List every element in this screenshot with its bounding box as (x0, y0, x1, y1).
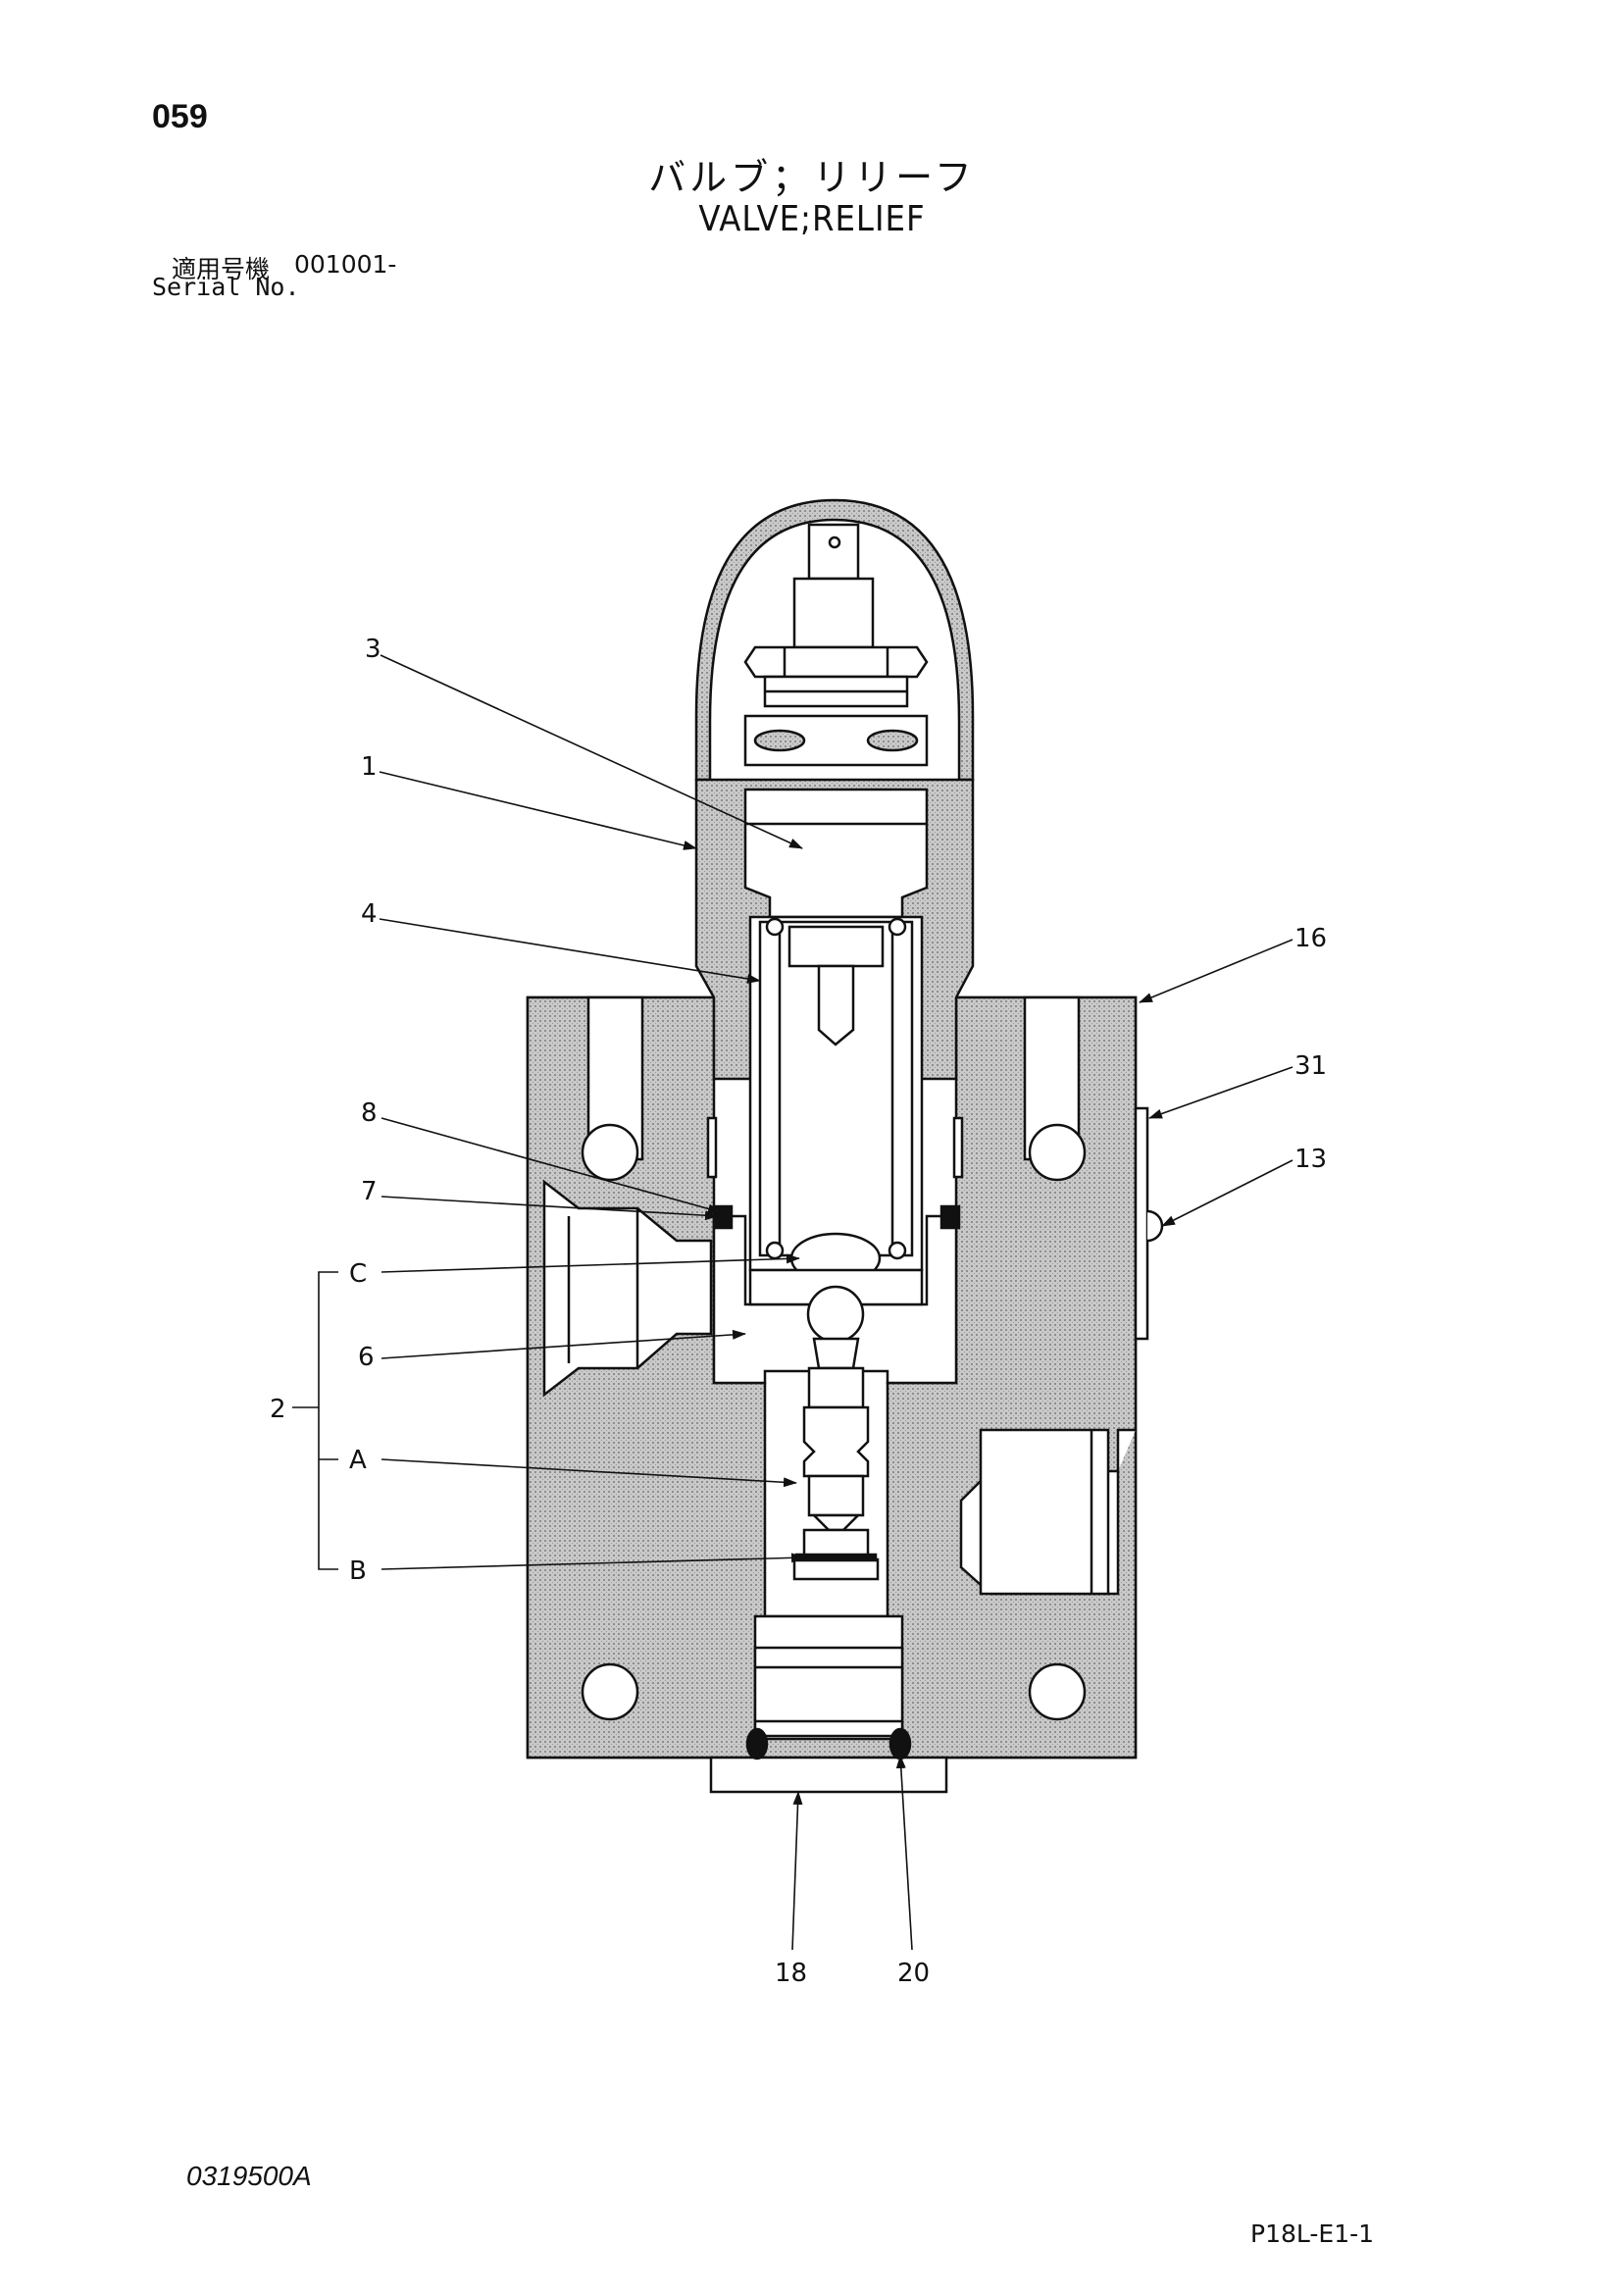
title-english: VALVE;RELIEF (698, 199, 926, 239)
serial-label-japanese: 適用号機 (172, 255, 271, 283)
callout-1: 1 (361, 752, 378, 782)
callout-16: 16 (1294, 924, 1327, 953)
hole-upper-right (1028, 1123, 1087, 1182)
drawing-code: 0319500A (186, 2161, 312, 2191)
callout-13: 13 (1294, 1145, 1327, 1174)
hole-lower-left (581, 1662, 639, 1721)
sleeve (712, 1214, 958, 1385)
callout-A: A (349, 1446, 367, 1475)
title-japanese: バルブ；リリーフ (648, 156, 976, 199)
callout-3: 3 (365, 635, 381, 664)
bottom-insert (753, 1646, 904, 1738)
side-plate (1134, 1106, 1149, 1341)
side-plug (1146, 1209, 1164, 1243)
left-port (542, 1179, 713, 1398)
leader-lines (292, 654, 1294, 1951)
serial-range: 001001- (294, 250, 397, 279)
plug (743, 788, 929, 919)
seat-b (792, 1557, 880, 1581)
callout-2: 2 (270, 1395, 286, 1424)
callout-7: 7 (361, 1177, 378, 1206)
serial-label-english: Serial No. (152, 273, 300, 301)
o-ring-left (745, 1727, 769, 1760)
hole-upper-left (581, 1123, 639, 1182)
o-ring-7-right (939, 1204, 961, 1230)
o-ring-7-left (712, 1204, 734, 1230)
callout-B: B (349, 1556, 367, 1586)
hole-lower-right (1028, 1662, 1087, 1721)
pilot-piston (807, 1366, 865, 1409)
lock-nut (743, 645, 929, 679)
callout-20: 20 (897, 1959, 930, 1988)
callout-8: 8 (361, 1098, 378, 1128)
o-ring-right (888, 1727, 912, 1760)
adjust-screw (807, 523, 860, 581)
callout-labels: 3 1 4 8 7 C 6 2 A B 16 31 13 18 20 (270, 635, 1327, 1988)
relief-cartridge (694, 498, 975, 1581)
callout-31: 31 (1294, 1051, 1327, 1081)
sheet-id: P18L-E1-1 (1250, 2219, 1375, 2248)
callout-4: 4 (361, 899, 378, 929)
ball (806, 1285, 865, 1344)
page-number: 059 (152, 98, 208, 135)
callout-18: 18 (775, 1959, 807, 1988)
bottom-plate (709, 1756, 948, 1794)
callout-6: 6 (358, 1343, 375, 1372)
callout-C: C (349, 1259, 367, 1289)
